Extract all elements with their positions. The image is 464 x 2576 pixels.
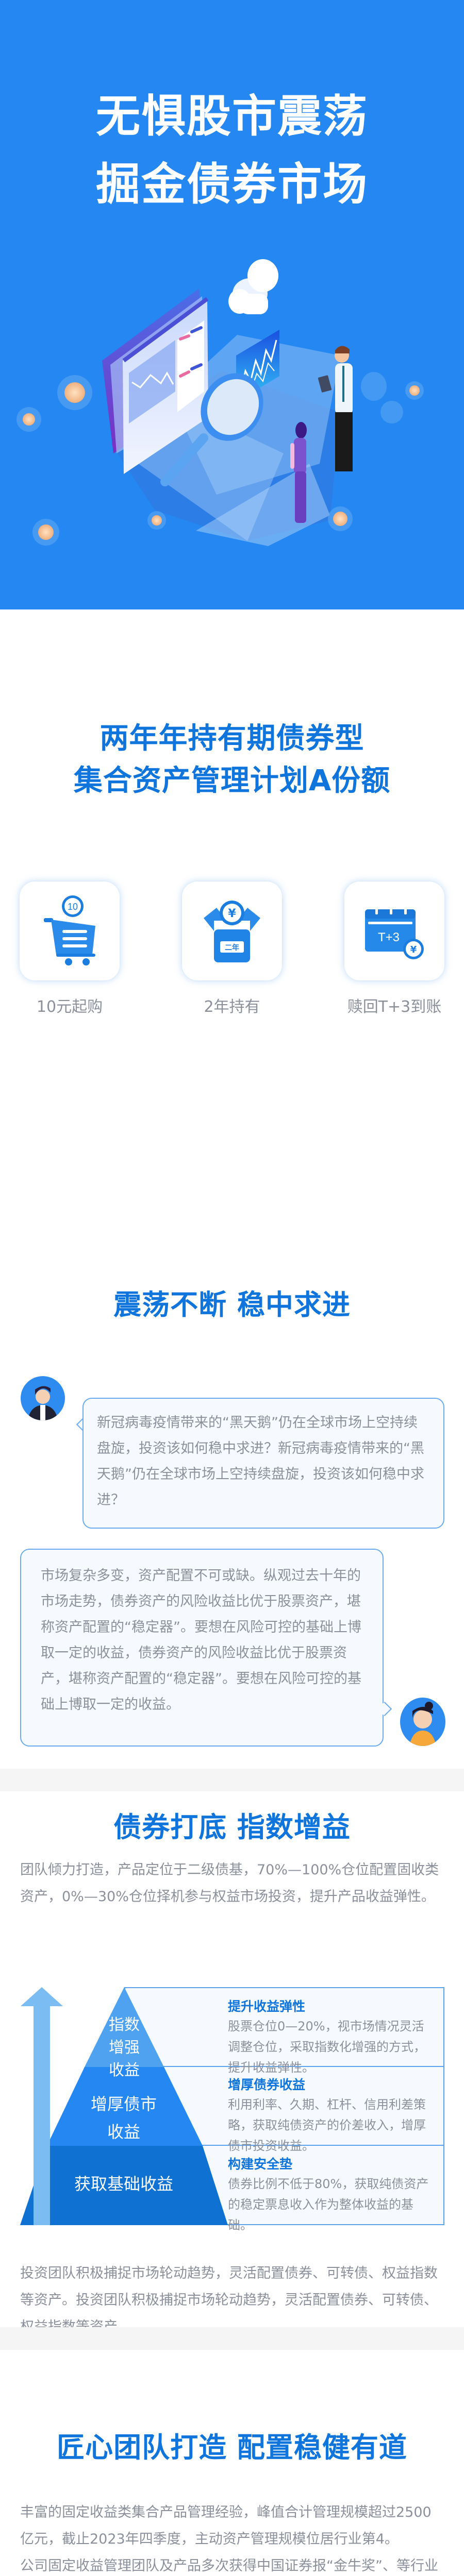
feature-min-purchase: 10 10元起购 xyxy=(20,882,120,1016)
cloud-icon xyxy=(228,259,278,314)
product-section: 两年年持有期债券型 集合资产管理计划A份额 10 xyxy=(0,609,464,1284)
pyramid-label-bottom: 获取基础收益 xyxy=(74,2174,173,2194)
feature-label: 10元起购 xyxy=(36,998,103,1016)
svg-text:T+3: T+3 xyxy=(378,930,400,944)
svg-text:¥: ¥ xyxy=(410,944,417,955)
feature-redemption: T+3 ¥ 赎回T+3到账 xyxy=(344,882,444,1016)
question-bubble: 新冠病毒疫情带来的“黑天鹅”仍在全球市场上空持续盘旋，投资该如何稳中求进？新冠病… xyxy=(82,1398,444,1529)
answer-bubble: 市场复杂多变，资产配置不可或缺。纵观过去十年的市场走势，债券资产的风险收益比优于… xyxy=(20,1549,384,1747)
answer-text: 市场复杂多变，资产配置不可或缺。纵观过去十年的市场走势，债券资产的风险收益比优于… xyxy=(41,1568,361,1713)
pyramid-label-middle: 增厚债市 收益 xyxy=(90,2094,157,2142)
stable-title: 震荡不断 稳中求进 xyxy=(113,1289,351,1321)
product-title-line-2: 集合资产管理计划A份额 xyxy=(73,764,391,798)
hero-title: 无惧股市震荡 掘金债券市场 xyxy=(0,82,464,218)
shopping-cart-coin-icon: 10 xyxy=(44,895,95,965)
hero-illustration xyxy=(16,259,424,546)
businessman-figure xyxy=(318,346,353,471)
bond-intro: 团队倾力打造，产品定位于二级债基，70%—100%仓位配置固收类资产，0%—30… xyxy=(20,1862,439,1905)
hero-title-line-2: 掘金债券市场 xyxy=(96,159,368,210)
avatar-confused-man xyxy=(21,1376,65,1420)
svg-text:二年: 二年 xyxy=(225,943,239,952)
bond-outro: 投资团队积极捕捉市场轮动趋势，灵活配置债券、可转债、权益指数等资产。投资团队积极… xyxy=(20,2265,438,2335)
team-description: 丰富的固定收益类集合产品管理经验，峰值合计管理规模超过2500亿元，截止2023… xyxy=(20,2504,438,2574)
feature-card: 二年 ¥ xyxy=(182,882,282,980)
pyramid-desc-middle: 增厚债券收益 利用利率、久期、杠杆、信用利差策略，获取纯债资产的价差收入，增厚债… xyxy=(228,2077,426,2153)
pyramid-shape xyxy=(20,1987,228,2225)
woman-figure xyxy=(290,422,307,523)
feature-card: T+3 ¥ xyxy=(344,882,444,980)
question-text: 新冠病毒疫情带来的“黑天鹅”仍在全球市场上空持续盘旋，投资该如何稳中求进？新冠病… xyxy=(97,1415,424,1508)
team-section: 匠心团队打造 配置稳健有道 丰富的固定收益类集合产品管理经验，峰值合计管理规模超… xyxy=(0,2309,464,2576)
pyramid-desc-bottom: 构建安全垫 债券比例不低于80%，获取纯债资产的稳定票息收入作为整体收益的基础。 xyxy=(228,2157,429,2232)
bond-strategy-section: 债券打底 指数增益 团队倾力打造，产品定位于二级债基，70%—100%仓位配置固… xyxy=(0,1791,464,2430)
upward-arrow-icon xyxy=(21,1987,63,2225)
svg-text:¥: ¥ xyxy=(228,907,236,920)
section-divider xyxy=(0,1769,464,1791)
feature-label: 2年持有 xyxy=(204,998,260,1016)
pyramid-label-top: 指数 增强 收益 xyxy=(109,2016,140,2079)
feature-label: 赎回T+3到账 xyxy=(347,998,442,1016)
coin-decorations xyxy=(16,372,424,546)
feature-holding-period: 二年 ¥ 2年持有 xyxy=(182,882,282,1016)
strategy-pyramid: 指数 增强 收益 增厚债市 收益 获取基础收益 提升收益弹性 股票仓位0—20%… xyxy=(0,1987,464,2232)
team-title: 匠心团队打造 配置稳健有道 xyxy=(57,2431,407,2464)
stable-section: 震荡不断 稳中求进 新冠病毒疫情带来的“黑天鹅”仍在全球市场上空持续盘旋，投资该… xyxy=(0,1284,464,1769)
calendar-coin-icon: T+3 ¥ xyxy=(365,902,424,959)
product-title: 两年年持有期债券型 集合资产管理计划A份额 xyxy=(0,718,464,802)
hero-banner: 无惧股市震荡 掘金债券市场 xyxy=(0,0,464,609)
product-title-line-1: 两年年持有期债券型 xyxy=(100,722,364,755)
avatar-smiling-woman xyxy=(400,1698,445,1746)
pyramid-box-top xyxy=(124,1987,444,2067)
section-divider xyxy=(0,2327,464,2350)
pyramid-desc-top: 提升收益弹性 股票仓位0—20%，视市场情况灵活调整仓位，采取指数化增强的方式，… xyxy=(228,1999,426,2075)
svg-text:10: 10 xyxy=(68,902,78,912)
feature-card: 10 xyxy=(20,882,120,980)
bond-title: 债券打底 指数增益 xyxy=(113,1811,351,1843)
open-box-coin-icon: 二年 ¥ xyxy=(204,901,260,962)
hero-title-line-1: 无惧股市震荡 xyxy=(96,91,368,142)
feature-list: 10 10元起购 xyxy=(20,882,444,1016)
